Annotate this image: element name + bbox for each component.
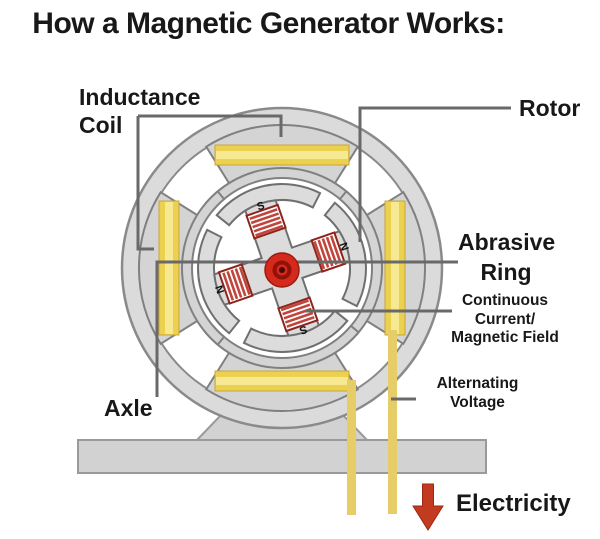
rotor-pole-letter: S xyxy=(298,323,309,337)
rotor-pole-letter: N xyxy=(336,241,350,252)
label-continuous-current: Continuous Current/ Magnetic Field xyxy=(451,292,559,346)
label-rotor: Rotor xyxy=(519,95,581,121)
label-axle: Axle xyxy=(104,395,153,421)
leader-lines xyxy=(136,106,511,401)
electricity-arrow-icon xyxy=(412,483,444,531)
rotor-pole-letter: S xyxy=(255,200,266,214)
label-electricity: Electricity xyxy=(456,490,571,517)
rotor-leader xyxy=(358,106,511,242)
label-inductance-coil: Inductance Coil xyxy=(79,84,201,138)
inductance-coil-leader xyxy=(136,114,283,251)
diagram-title: How a Magnetic Generator Works: xyxy=(32,7,505,40)
generator-base xyxy=(77,439,487,474)
axle-center xyxy=(264,252,300,288)
rotor-pole-letter: N xyxy=(214,283,228,294)
output-wires xyxy=(347,330,397,515)
axle-abrasive-leader xyxy=(155,260,458,397)
label-alternating-voltage: Alternating Voltage xyxy=(436,375,519,411)
label-abrasive-ring: Abrasive Ring xyxy=(458,229,556,285)
